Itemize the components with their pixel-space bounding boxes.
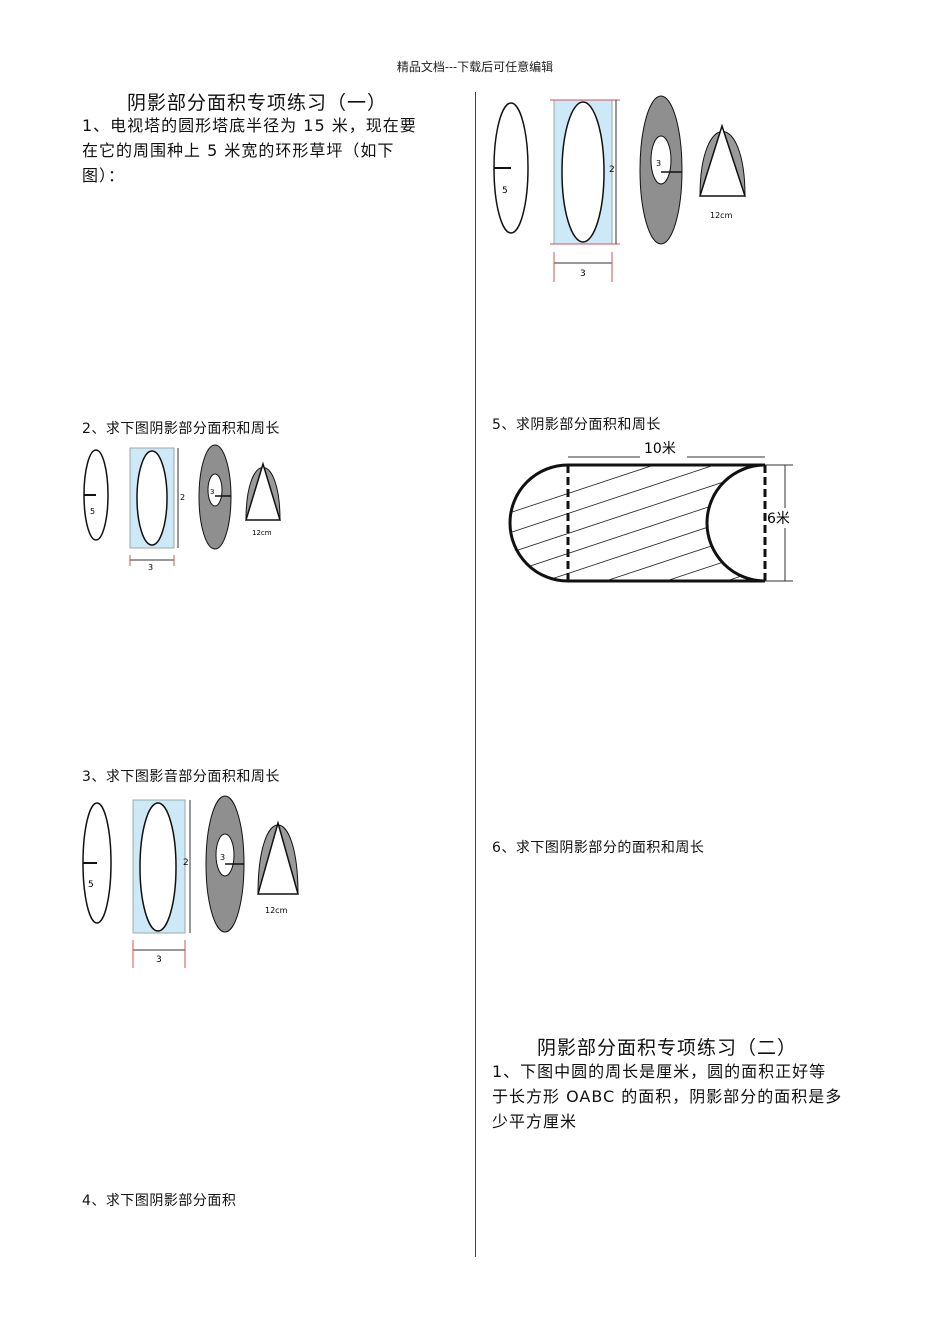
- side-dimension-label: 6米: [767, 511, 790, 527]
- page-header: 精品文档---下载后可任意编辑: [396, 60, 554, 74]
- question-1: 1、电视塔的圆形塔底半径为 15 米，现在要 在它的周围种上 5 米宽的环形草坪…: [82, 113, 467, 188]
- exercise-2-line-3: 少平方厘米: [492, 1112, 578, 1131]
- radius-label: 5: [502, 186, 508, 196]
- section-title-2: 阴影部分面积专项练习（二）: [537, 1037, 798, 1059]
- question-2: 2、求下图阴影部分面积和周长: [82, 421, 280, 437]
- figure-rect-ellipse: 2 3: [129, 447, 185, 572]
- question-1-line-1: 1、电视塔的圆形塔底半径为 15 米，现在要: [82, 116, 417, 135]
- width-label: 3: [580, 269, 586, 279]
- section-title-1: 阴影部分面积专项练习（一）: [127, 92, 388, 114]
- height-label: 2: [609, 165, 615, 175]
- figure-circle: 5: [82, 802, 112, 924]
- figure-ring: 3: [205, 795, 245, 933]
- figure-rect-ellipse: 2 3: [132, 799, 191, 968]
- width-label: 3: [148, 563, 153, 572]
- figure-circle: 5: [83, 449, 109, 541]
- hole-label: 3: [220, 853, 225, 862]
- question-1-line-3: 图）：: [82, 166, 126, 185]
- height-label: 2: [180, 493, 185, 502]
- figure-triangle-segment: 12cm: [698, 123, 747, 220]
- column-divider: [475, 92, 476, 1257]
- base-label: 12cm: [265, 906, 288, 915]
- figure-ring: 3: [639, 95, 683, 245]
- base-label: 12cm: [252, 529, 272, 537]
- figure-set-q3: 5 2 3 3 12cm: [82, 795, 299, 968]
- base-label: 12cm: [710, 211, 733, 220]
- figure-q5-hatched-shape: 10米 6米: [508, 441, 793, 583]
- figure-circle: 5: [493, 102, 529, 234]
- question-6: 6、求下图阴影部分的面积和周长: [492, 840, 705, 856]
- hatching: [510, 465, 765, 581]
- radius-label: 5: [88, 880, 94, 890]
- exercise-2-line-1: 1、下图中圆的周长是厘米，圆的面积正好等: [492, 1062, 827, 1081]
- width-label: 3: [156, 955, 162, 965]
- radius-label: 5: [90, 507, 95, 516]
- figure-triangle-segment: 12cm: [257, 820, 299, 915]
- exercise-2-question-1: 1、下图中圆的周长是厘米，圆的面积正好等 于长方形 OABC 的面积，阴影部分的…: [492, 1059, 892, 1134]
- top-dimension-label: 10米: [644, 441, 676, 457]
- figure-ring: 3: [198, 444, 232, 550]
- question-4: 4、求下图阴影部分面积: [82, 1193, 237, 1209]
- hole-label: 3: [656, 159, 661, 168]
- exercise-2-line-2: 于长方形 OABC 的面积，阴影部分的面积是多: [492, 1087, 843, 1106]
- question-3: 3、求下图影音部分面积和周长: [82, 769, 280, 785]
- figure-triangle-segment: 12cm: [244, 461, 282, 537]
- figure-rect-ellipse: 2 3: [550, 99, 620, 282]
- question-1-line-2: 在它的周围种上 5 米宽的环形草坪（如下: [82, 141, 395, 160]
- figure-set-q2: 5 2 3 3 12cm: [83, 444, 282, 572]
- figure-set-q4: 5 2 3 3 12cm: [493, 95, 747, 282]
- hole-label: 3: [210, 488, 214, 496]
- height-label: 2: [183, 858, 189, 868]
- question-5: 5、求阴影部分面积和周长: [492, 417, 661, 433]
